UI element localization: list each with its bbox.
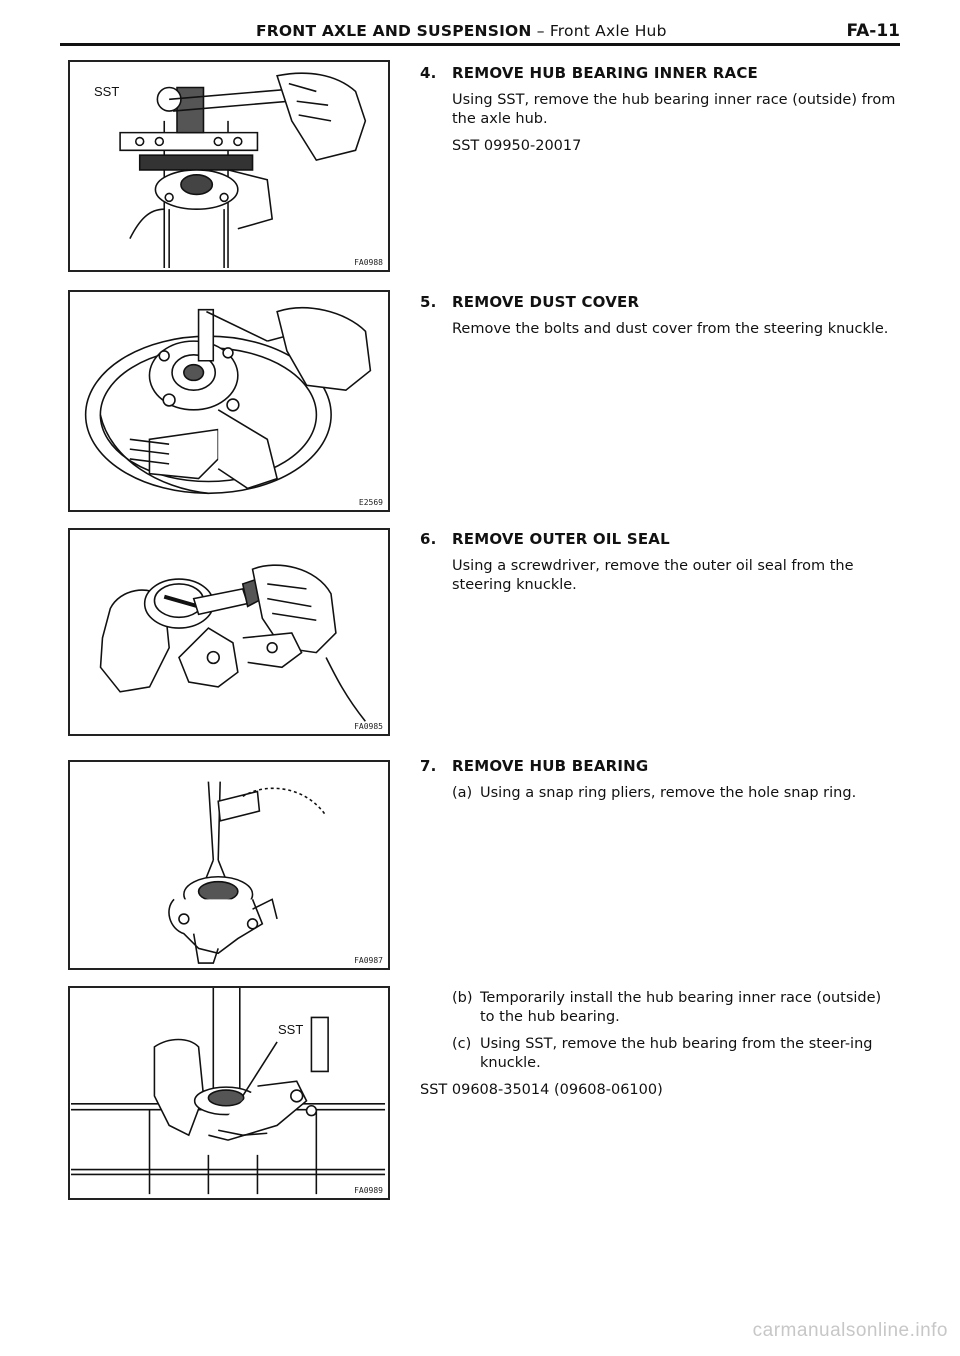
subsection-title: Front Axle Hub xyxy=(549,22,667,40)
figure-code: E2569 xyxy=(358,498,383,507)
step-title: REMOVE OUTER OIL SEAL xyxy=(452,530,670,548)
figure-code: FA0985 xyxy=(354,722,383,731)
step-number: 5. xyxy=(420,293,437,311)
substep-label: (b) xyxy=(452,990,473,1006)
page-header: FRONT AXLE AND SUSPENSION – Front Axle H… xyxy=(60,20,900,44)
illustration-oil-seal xyxy=(99,564,366,722)
step-heading: 6. REMOVE OUTER OIL SEAL xyxy=(420,530,900,549)
step-4: 4. REMOVE HUB BEARING INNER RACE Using SS… xyxy=(420,64,900,156)
step-title: REMOVE DUST COVER xyxy=(452,293,640,311)
step-number: 6. xyxy=(420,530,437,548)
figure-remove-dust-cover: E2569 xyxy=(68,290,390,512)
step-number: 7. xyxy=(420,757,437,775)
step-text: Using SST, remove the hub bearing inner … xyxy=(452,92,896,127)
step-heading: 5. REMOVE DUST COVER xyxy=(420,293,900,312)
sst-number: SST 09608-35014 (09608-06100) xyxy=(420,1082,663,1098)
illustration-sst-puller xyxy=(119,72,367,269)
substep-label: (a) xyxy=(452,785,473,801)
step-text: Remove the bolts and dust cover from the… xyxy=(452,321,889,337)
step-heading: 4. REMOVE HUB BEARING INNER RACE xyxy=(420,64,900,83)
step-7: 7. REMOVE HUB BEARING (a) Using a snap rin… xyxy=(420,757,900,803)
figure-code: FA0987 xyxy=(354,956,383,965)
header-title: FRONT AXLE AND SUSPENSION – Front Axle H… xyxy=(256,22,667,40)
step-text: Using a screwdriver, remove the outer oi… xyxy=(452,558,854,593)
substep-a: (a) Using a snap ring pliers, remove the … xyxy=(452,784,900,803)
illustration-press-bearing xyxy=(71,988,386,1195)
figure-code: FA0988 xyxy=(354,258,383,267)
step-7-continued: (b) Temporarily install the hub bearing i… xyxy=(420,989,900,1100)
figure-remove-hub-bearing: SST FA0989 xyxy=(68,986,390,1200)
figure-remove-snap-ring: FA0987 xyxy=(68,760,390,970)
substep-label: (c) xyxy=(452,1036,472,1052)
illustration-snap-ring xyxy=(168,781,327,964)
page-number: FA-11 xyxy=(846,21,900,41)
substep-c: (c) Using SST, remove the hub bearing fro… xyxy=(452,1035,900,1073)
substep-b: (b) Temporarily install the hub bearing i… xyxy=(452,989,900,1027)
step-5: 5. REMOVE DUST COVER Remove the bolts and… xyxy=(420,293,900,339)
step-heading: 7. REMOVE HUB BEARING xyxy=(420,757,900,776)
section-title: FRONT AXLE AND SUSPENSION xyxy=(256,22,532,40)
substep-text: Temporarily install the hub bearing inne… xyxy=(480,990,882,1025)
step-title: REMOVE HUB BEARING INNER RACE xyxy=(452,64,758,82)
step-title: REMOVE HUB BEARING xyxy=(452,757,649,775)
figure-remove-inner-race: SST FA0988 xyxy=(68,60,390,272)
substep-text: Using SST, remove the hub bearing from t… xyxy=(480,1036,873,1071)
sst-label: SST xyxy=(94,84,120,99)
sst-label: SST xyxy=(278,1022,304,1037)
header-rule xyxy=(60,43,900,46)
figure-code: FA0989 xyxy=(354,1186,383,1195)
title-separator: – xyxy=(531,22,550,40)
sst-number: SST 09950-20017 xyxy=(452,138,582,154)
step-number: 4. xyxy=(420,64,437,82)
watermark: carmanualsonline.info xyxy=(752,1320,948,1341)
illustration-dust-cover xyxy=(84,307,372,495)
substep-text: Using a snap ring pliers, remove the hol… xyxy=(480,785,857,801)
figure-remove-oil-seal: FA0985 xyxy=(68,528,390,736)
step-6: 6. REMOVE OUTER OIL SEAL Using a screwdri… xyxy=(420,530,900,595)
